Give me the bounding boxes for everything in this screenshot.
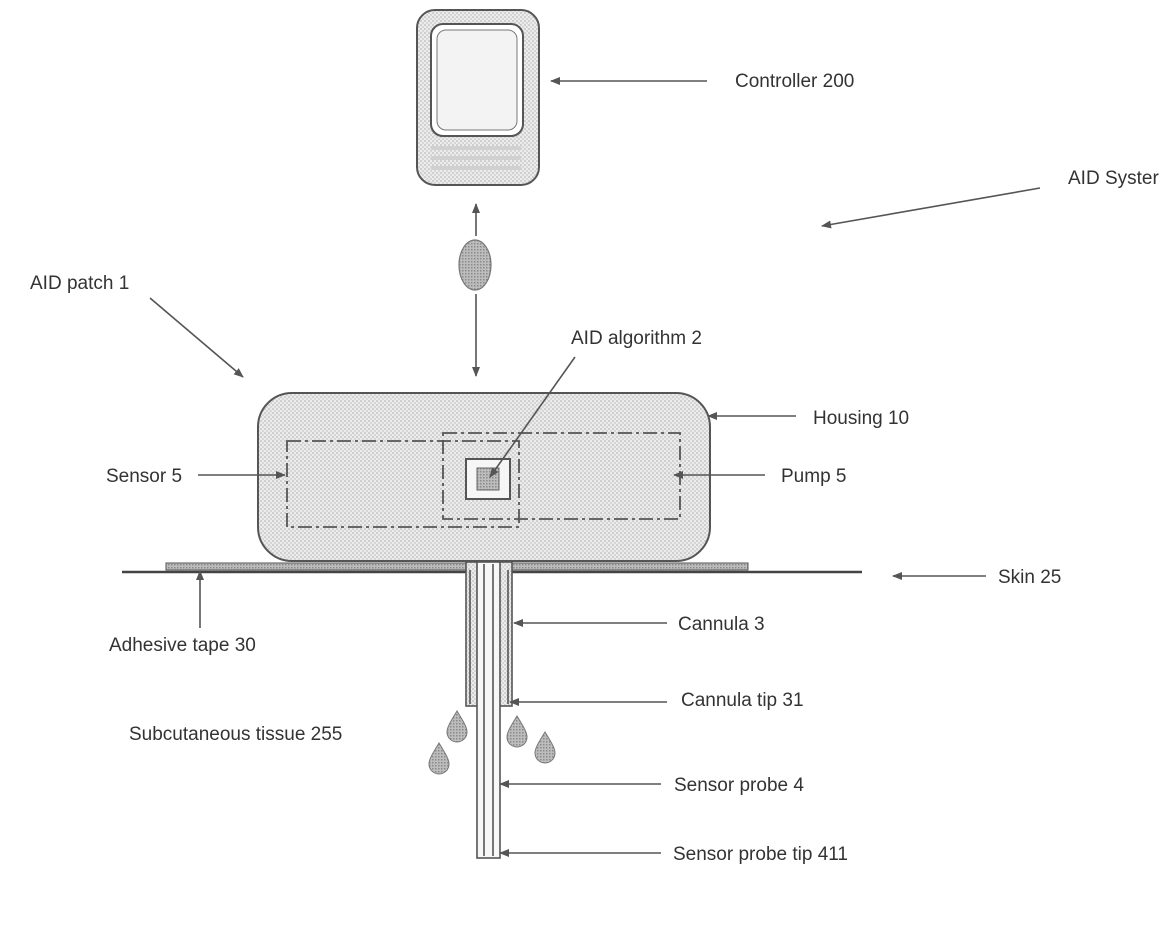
label-probe: Sensor probe 4 xyxy=(674,775,804,796)
label-algorithm: AID algorithm 2 xyxy=(571,328,702,349)
label-pump: Pump 5 xyxy=(781,466,846,487)
adhesive-tape xyxy=(166,563,748,570)
algorithm-chip-inner xyxy=(477,468,499,490)
label-cannula: Cannula 3 xyxy=(678,614,765,635)
label-controller: Controller 200 xyxy=(735,71,854,92)
label-probe-tip: Sensor probe tip 411 xyxy=(673,844,848,865)
wireless-signal-icon xyxy=(459,240,491,290)
label-system: AID Syster xyxy=(1068,168,1159,189)
arrow-system xyxy=(822,188,1040,226)
droplet-icon xyxy=(535,732,555,763)
wireless-link xyxy=(459,204,491,376)
aid-patch-body xyxy=(258,393,710,561)
label-tissue: Subcutaneous tissue 255 xyxy=(129,724,342,745)
sensor-probe xyxy=(477,562,500,858)
controller-keypad xyxy=(431,146,521,170)
label-patch: AID patch 1 xyxy=(30,273,129,294)
arrow-patch xyxy=(150,298,243,377)
label-sensor: Sensor 5 xyxy=(106,466,182,487)
label-skin: Skin 25 xyxy=(998,567,1061,588)
droplet-icon xyxy=(447,711,467,742)
droplet-icon xyxy=(429,743,449,774)
label-cannula-tip: Cannula tip 31 xyxy=(681,690,804,711)
controller-device xyxy=(417,10,539,185)
label-housing: Housing 10 xyxy=(813,408,909,429)
label-tape: Adhesive tape 30 xyxy=(109,635,256,656)
droplet-icon xyxy=(507,716,527,747)
